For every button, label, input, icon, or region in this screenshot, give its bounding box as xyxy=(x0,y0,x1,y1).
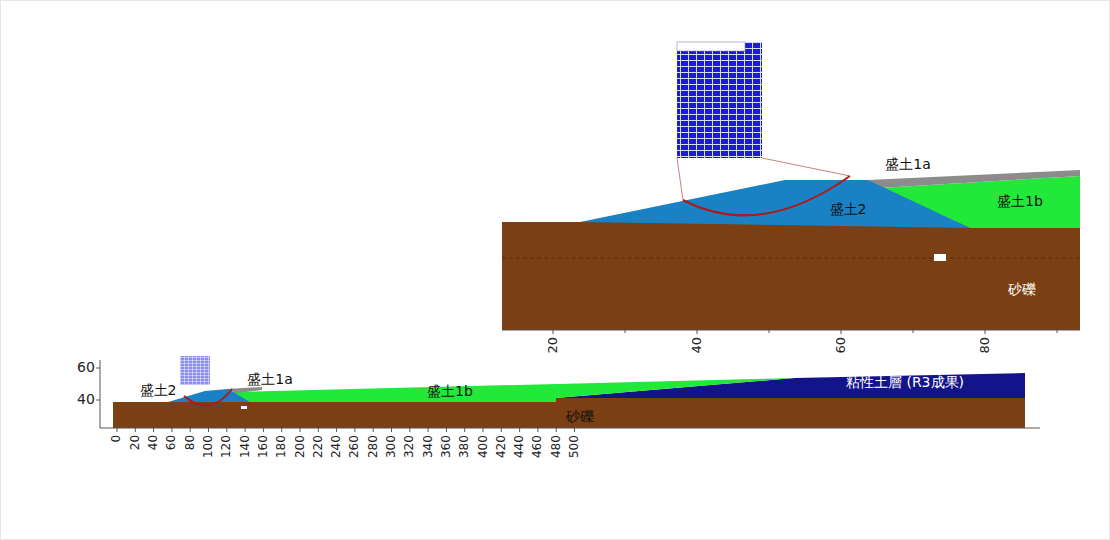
gravel-layer xyxy=(502,222,1080,330)
small-marker xyxy=(241,406,247,409)
fill-1b xyxy=(232,378,795,402)
axis-number: 0 xyxy=(110,435,123,443)
axis-number: 40 xyxy=(690,337,704,354)
tick xyxy=(190,428,191,432)
axis-number: 80 xyxy=(978,337,992,354)
axis-number: 500 xyxy=(568,435,581,458)
axis-number: 40 xyxy=(147,435,160,450)
tick xyxy=(446,428,447,432)
axis-number: 280 xyxy=(367,435,380,458)
tick xyxy=(574,428,575,432)
axis-number: 260 xyxy=(348,435,361,458)
tick xyxy=(354,428,355,432)
layer-name: 盛土1a xyxy=(885,157,931,172)
axis-number: 200 xyxy=(293,435,306,458)
axis-number: 180 xyxy=(275,435,288,458)
tick xyxy=(428,428,429,432)
axis-number: 100 xyxy=(202,435,215,458)
tick xyxy=(208,428,209,432)
axis-number: 20 xyxy=(546,337,560,354)
layer-name: 盛土1b xyxy=(427,384,473,399)
zoom-line xyxy=(762,158,850,176)
axis-number: 300 xyxy=(385,435,398,458)
tick xyxy=(171,428,172,432)
tick xyxy=(135,428,136,432)
tick xyxy=(226,428,227,432)
axis-number: 240 xyxy=(330,435,343,458)
axis-number: 420 xyxy=(495,435,508,458)
axis-number: 20 xyxy=(129,435,142,450)
layer-name: 盛土2 xyxy=(830,202,867,217)
small-marker xyxy=(934,254,946,261)
axis-number: 320 xyxy=(403,435,416,458)
axis-number: 80 xyxy=(184,435,197,450)
dashed-line xyxy=(502,258,1080,259)
axis-number: 40 xyxy=(77,392,95,407)
tick xyxy=(373,428,374,432)
main-section xyxy=(96,356,1040,432)
layer-name: 盛土1b xyxy=(997,194,1043,209)
axis-number: 140 xyxy=(239,435,252,458)
x-axis xyxy=(100,428,1040,429)
tick xyxy=(519,428,520,432)
layer-name: 盛土2 xyxy=(140,383,177,398)
axis-number: 60 xyxy=(834,337,848,354)
tick xyxy=(537,428,538,432)
zoom-line xyxy=(677,158,683,200)
tick xyxy=(318,428,319,432)
x-ticks xyxy=(117,428,575,432)
y-ticks xyxy=(96,368,100,400)
fill-1a xyxy=(868,170,1080,188)
building-icon xyxy=(677,42,762,158)
inset-section xyxy=(502,42,1080,334)
axis-number: 160 xyxy=(257,435,270,458)
building-roof-step xyxy=(677,42,745,51)
tick xyxy=(464,428,465,432)
axis-number: 380 xyxy=(458,435,471,458)
axis-number: 480 xyxy=(550,435,563,458)
axis-number: 220 xyxy=(312,435,325,458)
axis-number: 60 xyxy=(165,435,178,450)
building-icon xyxy=(180,356,210,385)
tick xyxy=(391,428,392,432)
tick xyxy=(117,428,118,432)
axis-number: 440 xyxy=(513,435,526,458)
fill-2 xyxy=(168,389,250,402)
layer-name: 盛土1a xyxy=(247,372,293,387)
tick xyxy=(153,428,154,432)
slip-circle xyxy=(683,176,850,215)
y-axis xyxy=(100,360,101,428)
layer-name: 砂礫 xyxy=(566,409,594,424)
axis-number: 60 xyxy=(77,360,95,375)
inset-axis xyxy=(502,330,1080,331)
tick xyxy=(263,428,264,432)
tick xyxy=(483,428,484,432)
inset-ticks xyxy=(553,330,1057,334)
slip-circle xyxy=(184,389,232,405)
tick xyxy=(300,428,301,432)
gravel-layer xyxy=(113,398,1025,428)
axis-number: 360 xyxy=(440,435,453,458)
axis-number: 400 xyxy=(476,435,489,458)
tick xyxy=(245,428,246,432)
axis-number: 120 xyxy=(220,435,233,458)
tick xyxy=(556,428,557,432)
axis-number: 460 xyxy=(531,435,544,458)
fill-2 xyxy=(580,180,970,228)
tick xyxy=(409,428,410,432)
tick xyxy=(281,428,282,432)
tick xyxy=(501,428,502,432)
axis-number: 340 xyxy=(422,435,435,458)
layer-name: 砂礫 xyxy=(1008,282,1036,297)
tick xyxy=(336,428,337,432)
layer-name: 粘性土層 (R3成果) xyxy=(846,375,964,390)
